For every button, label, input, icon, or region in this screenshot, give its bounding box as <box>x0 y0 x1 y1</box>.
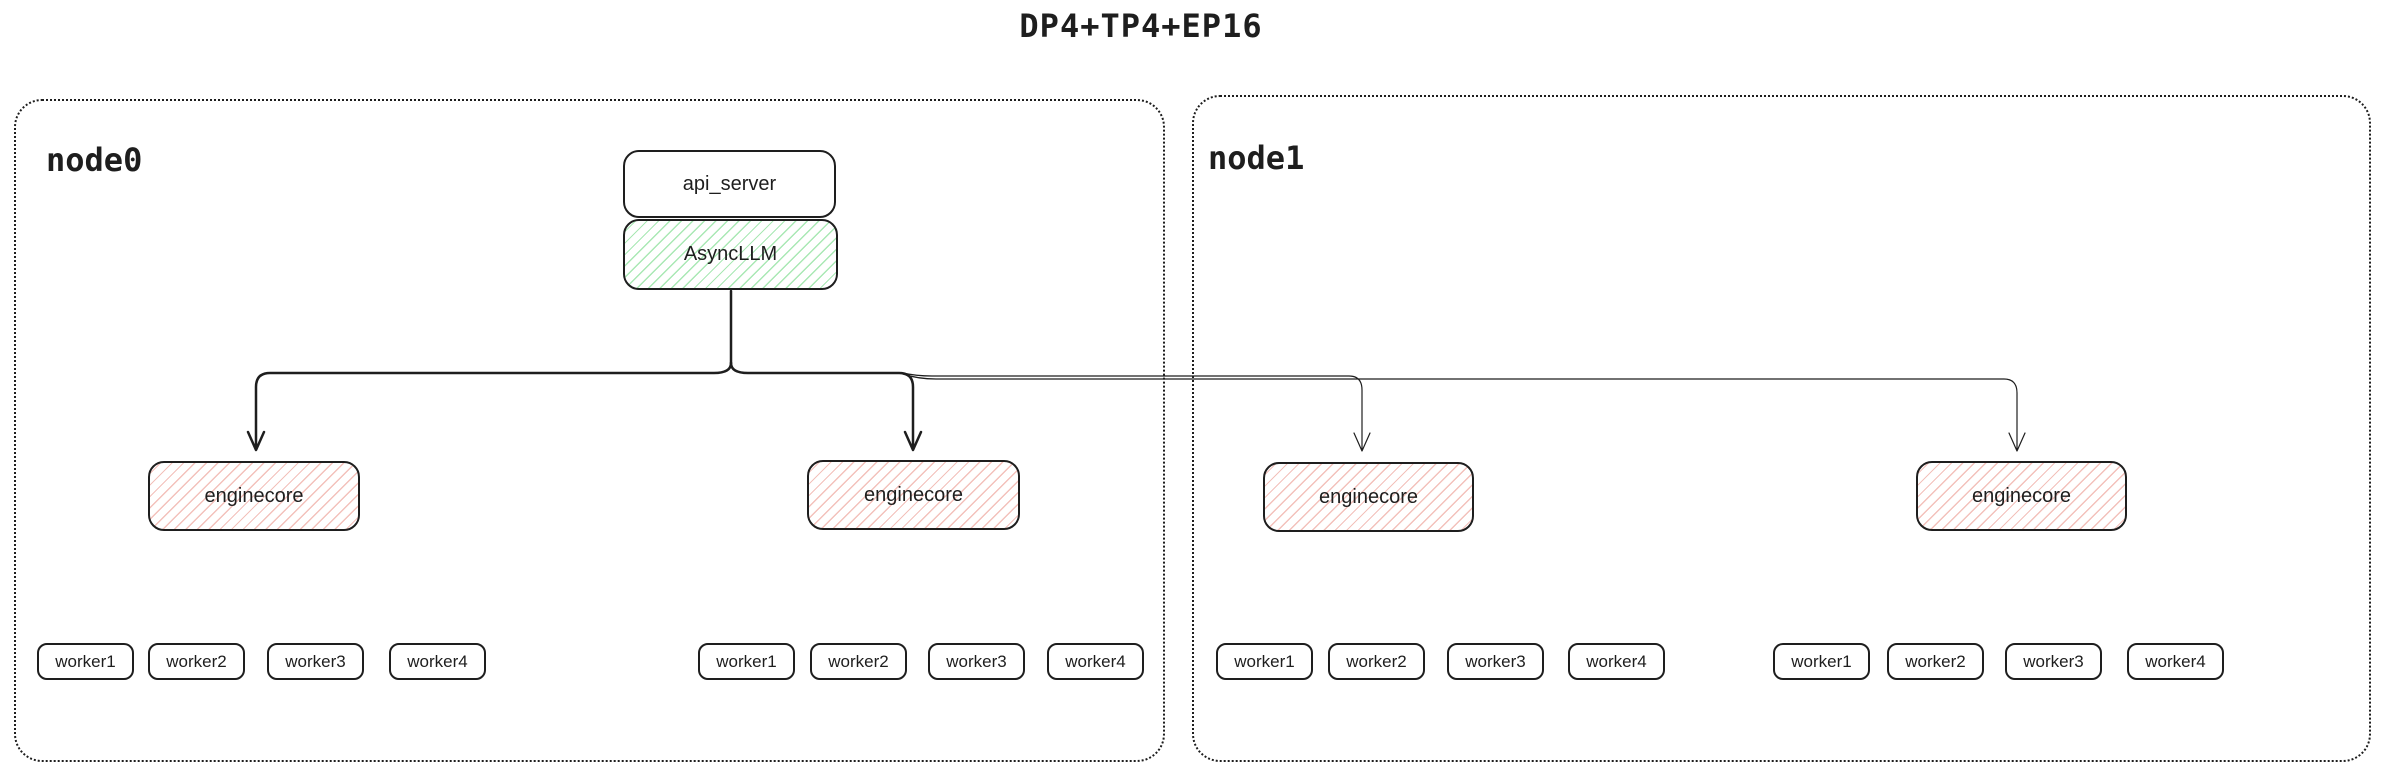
node0-group1-worker2: worker2 <box>148 643 245 680</box>
node1-group2-worker1: worker1 <box>1773 643 1870 680</box>
node0-enginecore-2: enginecore <box>807 460 1020 530</box>
node1-group2-worker2: worker2 <box>1887 643 1984 680</box>
node0-group1-worker3: worker3 <box>267 643 364 680</box>
node0-group2-worker2: worker2 <box>810 643 907 680</box>
node1-enginecore-1: enginecore <box>1263 462 1474 532</box>
node1-group1-worker4: worker4 <box>1568 643 1665 680</box>
node0-group2-worker3: worker3 <box>928 643 1025 680</box>
node1-group1-worker1: worker1 <box>1216 643 1313 680</box>
node1-label: node1 <box>1208 139 1305 177</box>
node1-enginecore-2: enginecore <box>1916 461 2127 531</box>
node0-label: node0 <box>46 141 143 179</box>
api-server-box: api_server <box>623 150 836 218</box>
asyncllm-box: AsyncLLM <box>623 219 838 290</box>
node1-group2-worker3: worker3 <box>2005 643 2102 680</box>
node0-enginecore-1: enginecore <box>148 461 360 531</box>
node0-group1-worker4: worker4 <box>389 643 486 680</box>
node0-group2-worker1: worker1 <box>698 643 795 680</box>
node1-group1-worker2: worker2 <box>1328 643 1425 680</box>
node0-group2-worker4: worker4 <box>1047 643 1144 680</box>
diagram-title: DP4+TP4+EP16 <box>1019 7 1263 45</box>
node1-group2-worker4: worker4 <box>2127 643 2224 680</box>
node0-group1-worker1: worker1 <box>37 643 134 680</box>
node1-group1-worker3: worker3 <box>1447 643 1544 680</box>
